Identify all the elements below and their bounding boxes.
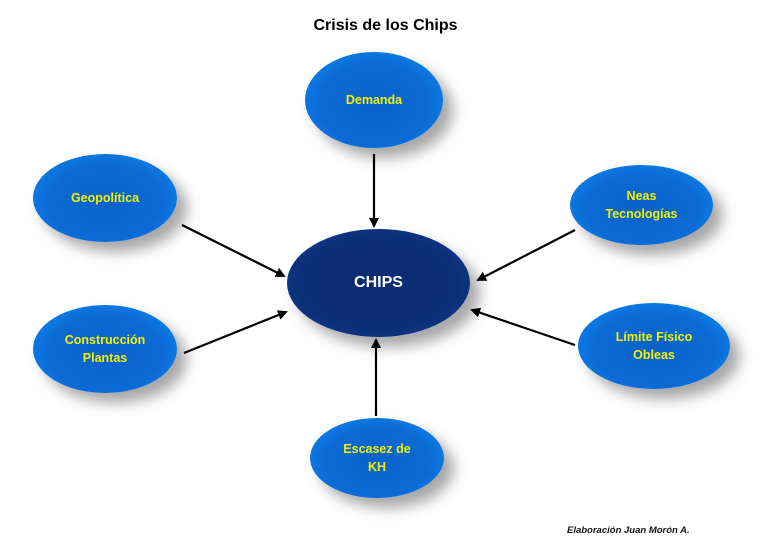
node-escasez-kh: Escasez de KH (310, 418, 444, 498)
node-label-line1: Escasez de (343, 442, 411, 456)
center-label: CHIPS (354, 274, 403, 291)
node-nuevas-tecnologias: Neas Tecnologías (570, 165, 713, 245)
node-label-line2: KH (367, 460, 387, 474)
arrow-construccion-plantas-to-chips (183, 310, 288, 355)
node-label: Demanda (345, 93, 403, 107)
node-label-line1: Neas (626, 189, 657, 203)
node-label-line1: Construcción (64, 333, 146, 347)
arrow-nuevas-tecnologias-to-chips (476, 229, 576, 281)
node-label-line1: Límite Físico (615, 330, 693, 344)
node-chips: CHIPS (287, 229, 470, 337)
node-limite-fisico-obleas: Límite Físico Obleas (578, 303, 730, 389)
node-label-line2: Tecnologías (605, 207, 678, 221)
arrow-limite-fisico-obleas-to-chips (470, 307, 576, 347)
diagram-title: Crisis de los Chips (313, 17, 458, 34)
node-geopolitica: Geopolítica (33, 154, 177, 242)
node-construccion-plantas: Construcción Plantas (33, 305, 177, 393)
node-demanda: Demanda (305, 52, 443, 148)
node-label: Geopolítica (70, 191, 140, 205)
author-credit: Elaboración Juan Morón A. (567, 525, 690, 536)
node-label-line2: Obleas (633, 348, 675, 362)
arrow-geopolitica-to-chips (181, 224, 286, 277)
node-label-line2: Plantas (82, 351, 128, 365)
